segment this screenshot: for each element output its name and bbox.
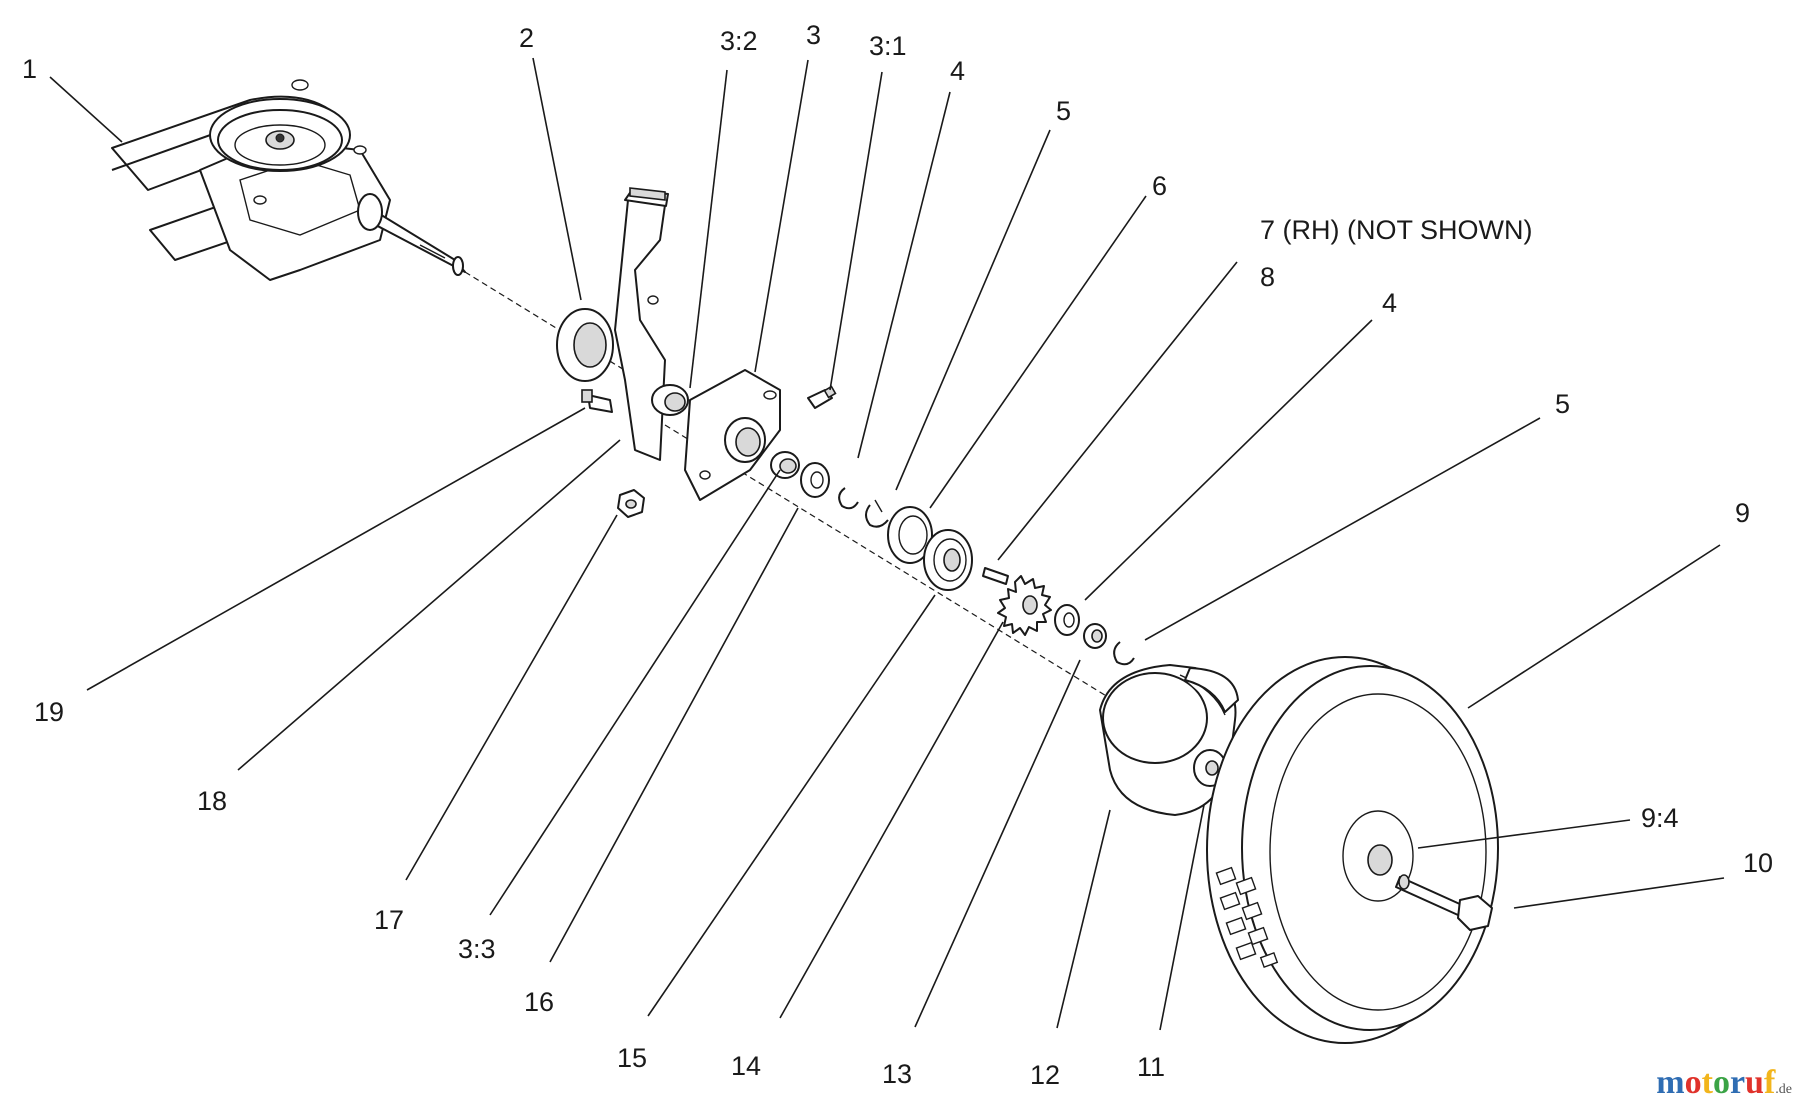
part-3-bracket [614, 187, 781, 501]
leader-4b [1084, 319, 1373, 601]
callout-18: 18 [197, 786, 227, 816]
callout-5b: 5 [1555, 389, 1570, 419]
leader-3-2 [689, 69, 728, 389]
callout-1: 1 [22, 54, 37, 84]
watermark-letter: t [1701, 1064, 1713, 1101]
watermark-brand: motoruf [1656, 1064, 1775, 1101]
leader-5b [1144, 417, 1541, 641]
callout-labels: 1 2 3:2 3 3:1 4 5 6 7 (RH) (NOT SHOWN) 8… [22, 20, 1773, 1090]
part-10-wheel-bolt [1395, 874, 1493, 931]
callout-11: 11 [1137, 1052, 1165, 1082]
part-13-pinion-gear [997, 575, 1052, 636]
leader-10 [1513, 877, 1725, 909]
callout-3-3: 3:3 [458, 934, 496, 964]
callout-15: 15 [617, 1043, 647, 1073]
callout-3-2: 3:2 [720, 26, 758, 56]
part-8-key [982, 567, 1009, 585]
assembly-axis-main [664, 424, 1236, 776]
part-5-clip-a [838, 487, 859, 510]
callout-3-1: 3:1 [869, 31, 907, 61]
part-17-nut [617, 489, 645, 518]
watermark-letter: o [1712, 1064, 1730, 1101]
watermark-tld: .de [1775, 1082, 1792, 1097]
part-2-seal [556, 308, 614, 382]
callout-17: 17 [374, 905, 404, 935]
watermark-letter: f [1763, 1064, 1776, 1101]
part-16-bushing [770, 451, 800, 479]
callout-8: 8 [1260, 262, 1275, 292]
leader-3-1 [829, 71, 883, 391]
leader-2 [532, 57, 582, 301]
callout-9: 9 [1735, 498, 1750, 528]
callout-13: 13 [882, 1059, 912, 1089]
part-4-washer-a [800, 462, 830, 498]
leader-13 [914, 659, 1081, 1028]
callout-10: 10 [1743, 848, 1773, 878]
leader-9 [1467, 544, 1721, 709]
part-9-wheel [1206, 656, 1499, 1044]
part-5-clip-b [1113, 641, 1135, 666]
leader-19 [86, 407, 586, 691]
leader-5a [895, 129, 1051, 491]
callout-14: 14 [731, 1051, 761, 1081]
callout-9-4: 9:4 [1641, 803, 1679, 833]
part-15-bearing [923, 529, 973, 591]
callout-6: 6 [1152, 171, 1167, 201]
leader-14 [779, 621, 1004, 1019]
part-19-bolt [581, 389, 613, 413]
callout-7: 7 (RH) (NOT SHOWN) [1260, 215, 1532, 245]
leader-3 [754, 59, 809, 373]
leader-18 [237, 439, 621, 771]
callout-2: 2 [519, 23, 534, 53]
part-3-1-screw [807, 385, 837, 409]
part-1-transmission [111, 79, 466, 281]
part-6-ring [887, 506, 933, 564]
callout-4a: 4 [950, 56, 965, 86]
leader-12 [1056, 809, 1111, 1029]
leader-lines [49, 57, 1725, 1031]
watermark-letter: u [1745, 1064, 1764, 1101]
leader-8 [997, 261, 1238, 561]
callout-12: 12 [1030, 1060, 1060, 1090]
callout-4b: 4 [1382, 288, 1397, 318]
callout-3: 3 [806, 20, 821, 50]
callout-19: 19 [34, 697, 64, 727]
leader-16 [549, 507, 799, 963]
watermark-letter: o [1684, 1064, 1702, 1101]
callout-16: 16 [524, 987, 554, 1017]
part-sleeve [1083, 623, 1107, 649]
watermark-letter: r [1729, 1064, 1746, 1101]
leader-4a [857, 91, 951, 459]
callout-5a: 5 [1056, 96, 1071, 126]
leader-9-4 [1417, 819, 1631, 849]
leader-1 [49, 76, 123, 143]
watermark-letter: m [1656, 1064, 1685, 1101]
leader-17 [405, 514, 618, 881]
leader-6 [929, 195, 1147, 509]
watermark-logo: motoruf.de [1656, 1064, 1792, 1102]
leader-3-3 [489, 469, 781, 916]
part-4-washer-b [1054, 604, 1080, 636]
leader-11 [1159, 804, 1205, 1031]
part-14-clip [865, 499, 889, 528]
leader-15 [647, 594, 936, 1017]
